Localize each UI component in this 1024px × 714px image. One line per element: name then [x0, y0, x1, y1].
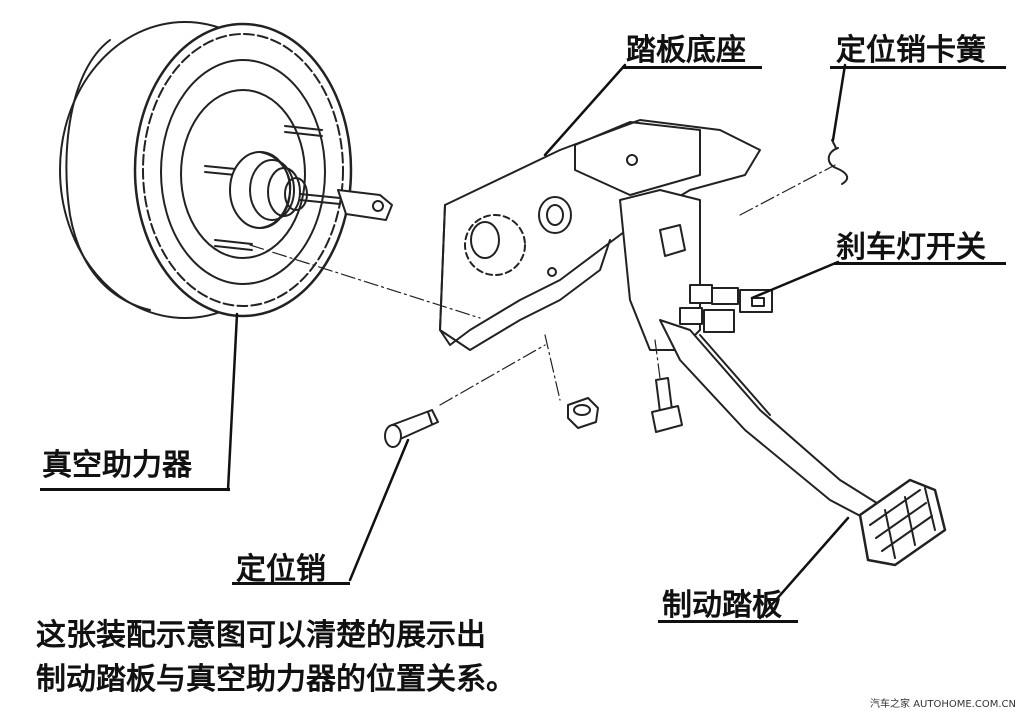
caption: 这张装配示意图可以清楚的展示出 制动踏板与真空助力器的位置关系。 [36, 614, 516, 702]
underline-pedal-base [622, 66, 762, 69]
underline-booster [40, 488, 230, 491]
leader-lines [226, 63, 850, 620]
caption-line-2: 制动踏板与真空助力器的位置关系。 [36, 662, 516, 697]
vacuum-booster-drawing [59, 21, 393, 319]
underline-brake-pedal [658, 620, 798, 623]
label-locating-pin: 定位销 [236, 552, 326, 587]
label-pin-clip: 定位销卡簧 [836, 33, 986, 68]
underline-locating-pin [232, 582, 350, 585]
bolt-drawing [651, 377, 683, 433]
underline-pin-clip [830, 66, 1006, 69]
watermark: 汽车之家 AUTOHOME.COM.CN [870, 699, 1016, 710]
locating-pin-drawing [384, 409, 439, 448]
label-booster: 真空助力器 [42, 448, 192, 483]
caption-line-1: 这张装配示意图可以清楚的展示出 [36, 618, 486, 653]
label-pedal-base: 踏板底座 [626, 33, 746, 68]
label-brake-pedal: 制动踏板 [662, 588, 782, 623]
pin-clip-drawing [827, 139, 849, 185]
nut-drawing [567, 397, 599, 429]
label-brake-light-switch: 刹车灯开关 [836, 230, 986, 265]
brake-light-switch-drawing [679, 284, 773, 333]
alignment-lines [249, 164, 836, 406]
brake-pedal-drawing [659, 319, 947, 567]
underline-brake-light-switch [834, 262, 1006, 265]
